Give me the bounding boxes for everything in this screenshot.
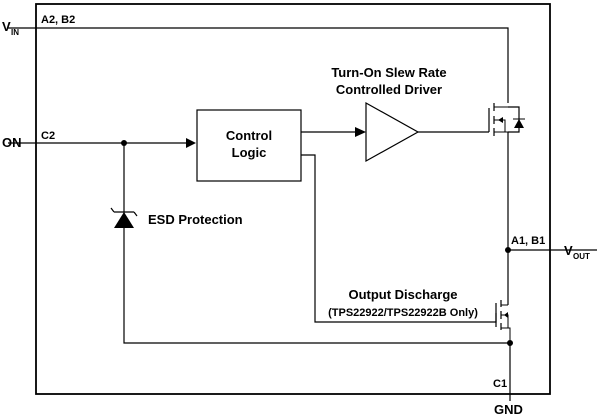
control-logic-label-line2: Logic (232, 145, 267, 160)
driver-label-line1: Turn-On Slew Rate (331, 65, 446, 80)
control-logic-block (196, 109, 302, 182)
discharge-label-line2: (TPS22922/TPS22922B Only) (328, 307, 478, 319)
esd-wire (123, 143, 510, 344)
vin-pin-label: V (2, 19, 11, 34)
vin-wire (8, 27, 509, 103)
pass-mosfet-symbol (488, 103, 525, 136)
on-pin-number: C2 (41, 130, 55, 142)
esd-protection-label: ESD Protection (148, 212, 243, 227)
esd-zener-diode-symbol (110, 207, 138, 228)
vin-pin-number: A2, B2 (41, 14, 75, 26)
on-arrowhead (186, 138, 196, 148)
vout-pin-subscript: OUT (573, 252, 590, 261)
discharge-mosfet-symbol (495, 300, 511, 343)
vout-pin-label: V (564, 243, 573, 258)
driver-input-arrowhead (355, 127, 366, 137)
vout-pin-number: A1, B1 (511, 235, 545, 247)
vin-pin-subscript: IN (11, 28, 19, 37)
gnd-pin-label: GND (494, 402, 523, 417)
gnd-pin-number: C1 (493, 378, 507, 390)
chip-outline (35, 3, 551, 395)
control-logic-label-line1: Control (226, 128, 272, 143)
driver-label-line2: Controlled Driver (336, 82, 442, 97)
on-pin-label: ON (2, 135, 22, 150)
discharge-label-line1: Output Discharge (348, 287, 457, 302)
slew-rate-driver-triangle (365, 101, 420, 163)
